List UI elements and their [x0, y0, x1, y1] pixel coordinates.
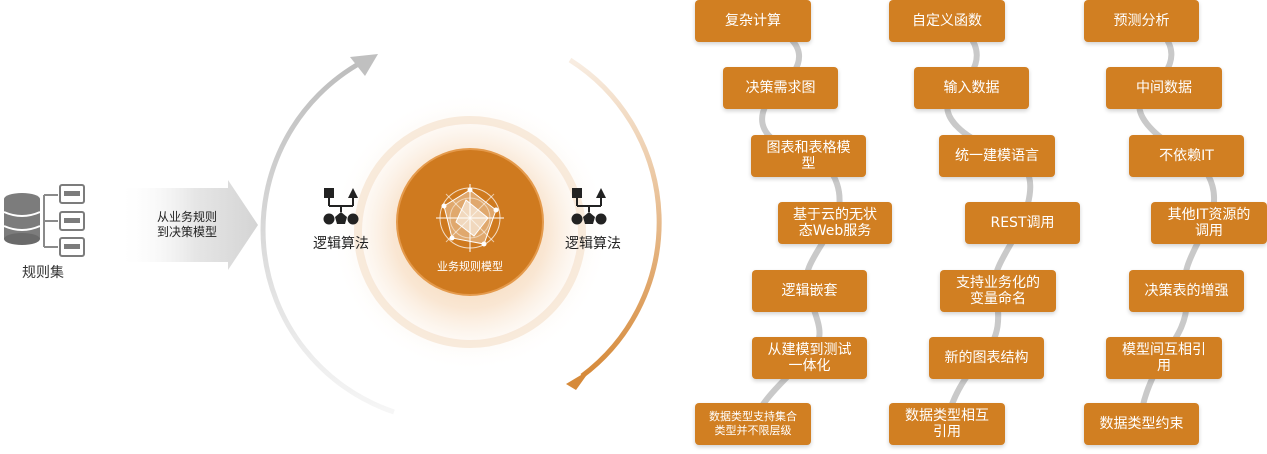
logic-algorithm-label-left: 逻辑算法	[313, 236, 369, 252]
feature-pill: 复杂计算	[695, 0, 811, 42]
feature-pill: 逻辑嵌套	[752, 270, 867, 312]
flow-arrow-text: 从业务规则 到决策模型	[132, 210, 242, 240]
feature-pill: 中间数据	[1106, 67, 1222, 109]
feature-pill: 不依赖IT	[1129, 135, 1244, 177]
flow-arrow-text-line1: 从业务规则	[156, 210, 217, 224]
feature-pill: 支持业务化的 变量命名	[940, 270, 1056, 312]
feature-pill: 其他IT资源的 调用	[1151, 202, 1267, 244]
feature-pill: REST调用	[965, 202, 1080, 244]
cycle-arc-left	[260, 59, 395, 415]
feature-pill: 预测分析	[1084, 0, 1199, 42]
feature-pill: 数据类型约束	[1084, 403, 1199, 445]
feature-pill: 决策表的增强	[1129, 270, 1244, 312]
flow-arrow	[118, 180, 258, 270]
feature-pill: 基于云的无状 态Web服务	[778, 202, 892, 244]
feature-pill: 数据类型支持集合 类型并不限层级	[695, 403, 811, 445]
logic-algorithm-label-right: 逻辑算法	[565, 236, 621, 252]
cycle-arrowhead-top	[350, 54, 378, 76]
feature-pill: 输入数据	[914, 67, 1029, 109]
core-model-label: 业务规则模型	[437, 260, 503, 273]
ruleset-label: 规则集	[22, 265, 64, 281]
feature-pill: 新的图表结构	[929, 337, 1044, 379]
radar-chart-icon	[436, 184, 504, 252]
feature-pill: 从建模到测试 一体化	[752, 337, 867, 379]
feature-pill: 模型间互相引 用	[1106, 337, 1222, 379]
feature-pill: 决策需求图	[723, 67, 838, 109]
database-icon	[3, 184, 85, 257]
feature-pill: 统一建模语言	[939, 135, 1055, 177]
feature-pill: 图表和表格模 型	[751, 135, 866, 177]
cycle-arrowhead-bottom	[566, 369, 591, 390]
feature-pill: 数据类型相互 引用	[889, 403, 1005, 445]
feature-pill: 自定义函数	[889, 0, 1005, 42]
cycle-arc-right	[568, 57, 662, 379]
shapes-hierarchy-icon-right	[571, 188, 607, 225]
shapes-hierarchy-icon-left	[323, 188, 359, 225]
flow-arrow-text-line2: 到决策模型	[156, 225, 217, 239]
